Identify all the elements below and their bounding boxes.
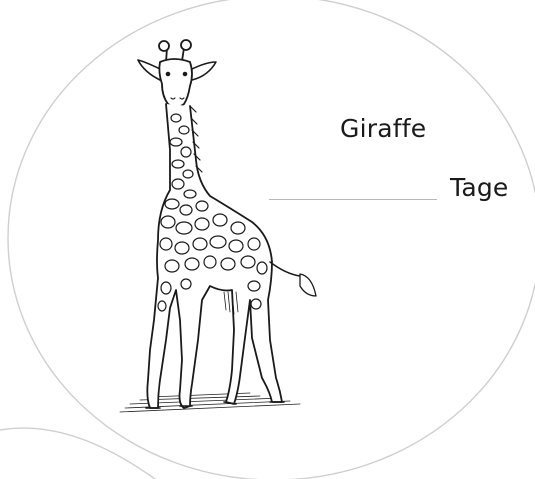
- animal-name-label: Giraffe: [340, 114, 427, 143]
- giraffe-spots: [157, 113, 268, 312]
- belly-hatching: [223, 291, 239, 315]
- giraffe-body-outline: [146, 103, 283, 409]
- card-circle: [7, 0, 535, 479]
- giraffe-ears: [137, 59, 217, 81]
- unit-label: Tage: [450, 173, 509, 202]
- giraffe-mane: [189, 105, 203, 173]
- giraffe-eye-left: [165, 71, 171, 77]
- answer-blank-line[interactable]: [269, 199, 437, 200]
- giraffe-head: [158, 58, 193, 108]
- giraffe-hooves: [145, 401, 285, 409]
- giraffe-tail-tuft: [299, 273, 317, 297]
- giraffe-eye-right: [182, 71, 188, 77]
- neighbor-circle-arc: [0, 427, 156, 479]
- giraffe-nostrils: [170, 97, 185, 100]
- giraffe-illustration: [119, 39, 317, 413]
